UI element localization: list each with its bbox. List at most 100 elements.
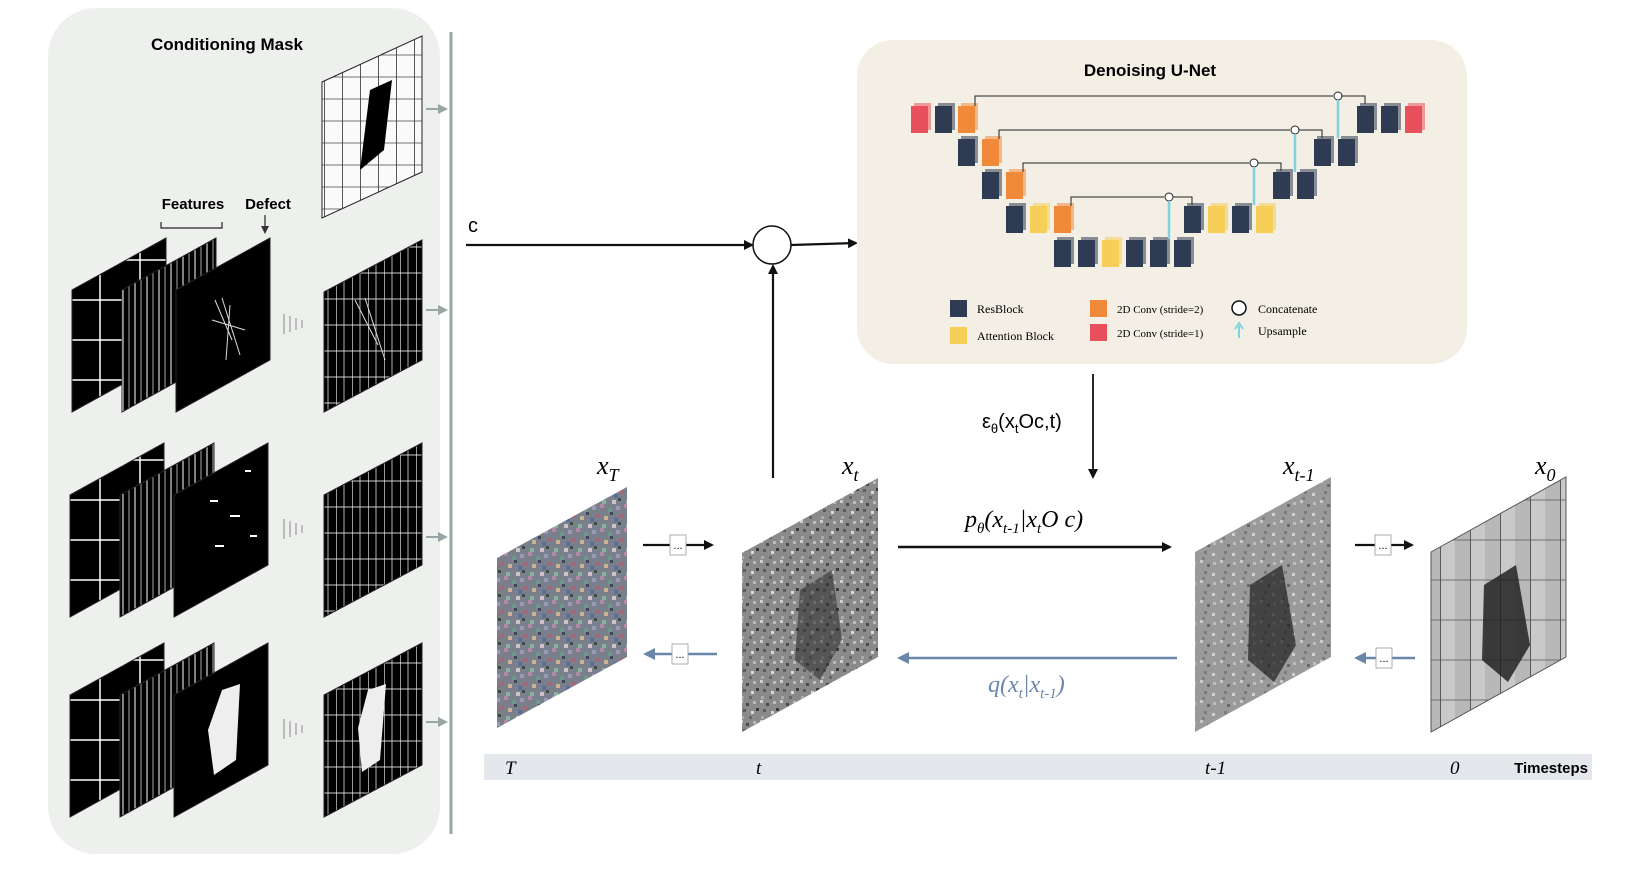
skip-connection bbox=[1299, 129, 1323, 138]
skip-connection bbox=[974, 95, 1333, 106]
xt-defect-shadow bbox=[795, 570, 842, 680]
features-label: Features bbox=[162, 196, 225, 213]
resblock-block bbox=[1273, 172, 1290, 199]
skip-box bbox=[671, 643, 689, 665]
stack-dots bbox=[283, 719, 303, 739]
skip-connection bbox=[1173, 196, 1193, 205]
resblock-block bbox=[1078, 240, 1095, 267]
attention-block-block bbox=[1102, 240, 1119, 267]
timesteps-bar: T t t-1 0 Timesteps bbox=[484, 754, 1592, 780]
unet-title: Denoising U-Net bbox=[1084, 61, 1217, 80]
skip-box bbox=[1375, 647, 1393, 669]
attention-block-block bbox=[1256, 206, 1273, 233]
conv-stride2-block bbox=[982, 139, 999, 166]
unet-architecture bbox=[911, 91, 1425, 267]
forward-process-label: q(xt|xt-1) bbox=[988, 672, 1065, 702]
conv-stride1-block bbox=[911, 106, 928, 133]
resblock-block bbox=[935, 106, 952, 133]
upsample-swatch bbox=[1234, 321, 1244, 338]
skip-box bbox=[1374, 534, 1392, 556]
timesteps-bar-bg bbox=[484, 754, 1592, 780]
defect-region bbox=[208, 684, 240, 775]
resblock-block bbox=[1314, 139, 1331, 166]
x0-defect bbox=[1482, 565, 1530, 682]
concatenate-swatch bbox=[1231, 300, 1247, 316]
resblock-block bbox=[1006, 206, 1023, 233]
xt-1-defect-shadow bbox=[1248, 565, 1296, 682]
resblock-swatch bbox=[950, 300, 967, 317]
mask-output-arrows bbox=[426, 104, 448, 727]
resblock-block bbox=[1184, 206, 1201, 233]
timestep-tick: T bbox=[505, 758, 517, 779]
timestep-tick: 0 bbox=[1450, 758, 1460, 779]
features-bracket bbox=[160, 222, 223, 229]
image-labels: xT xt xt-1 x0 bbox=[596, 451, 1556, 485]
combined-crack-1 bbox=[354, 297, 386, 361]
resblock-block bbox=[958, 139, 975, 166]
resblock-legend-label: ResBlock bbox=[977, 302, 1024, 316]
x-T-label: xT bbox=[596, 451, 621, 485]
conditioning-panel-bg bbox=[48, 8, 440, 854]
mask-row-3 bbox=[69, 642, 423, 818]
resblock-block bbox=[1297, 172, 1314, 199]
concat-node bbox=[1290, 125, 1300, 135]
conv-stride2-block bbox=[1006, 172, 1023, 199]
skip-connection bbox=[998, 129, 1290, 139]
skip-connection bbox=[1342, 95, 1366, 104]
combined-mask-1 bbox=[323, 239, 423, 413]
skip-connection bbox=[1022, 162, 1249, 172]
stack-dots bbox=[283, 314, 303, 334]
reverse-process-label: pθ(xt-1|xtO c) bbox=[963, 507, 1083, 537]
skip-box bbox=[669, 534, 687, 556]
mask-row-2 bbox=[69, 442, 423, 618]
resblock-block bbox=[1174, 240, 1191, 267]
resblock-block bbox=[1381, 106, 1398, 133]
conv-stride1-swatch bbox=[1090, 324, 1107, 341]
ellipsis: ... bbox=[1379, 653, 1388, 665]
timestep-tick: t-1 bbox=[1205, 758, 1226, 779]
concat-node bbox=[1164, 192, 1174, 202]
defect-spots bbox=[210, 470, 257, 547]
resblock-block bbox=[1357, 106, 1374, 133]
defect-layer bbox=[173, 442, 269, 618]
skip-connection bbox=[1258, 162, 1282, 171]
conv-stride1-block bbox=[1405, 106, 1422, 133]
timestep-tick: t bbox=[756, 758, 762, 779]
resblock-block bbox=[1054, 240, 1071, 267]
conditioning-mask-title: Conditioning Mask bbox=[151, 35, 304, 54]
skip-steps-arrows: ... ... ... ... bbox=[643, 534, 1415, 669]
image-xT bbox=[497, 487, 627, 728]
resblock-block bbox=[1150, 240, 1167, 267]
resblock-block bbox=[982, 172, 999, 199]
defect-label: Defect bbox=[245, 196, 291, 213]
attention-block-block bbox=[1208, 206, 1225, 233]
image-xt bbox=[742, 478, 878, 732]
resblock-block bbox=[1232, 206, 1249, 233]
condition-label: c bbox=[468, 215, 478, 237]
conv-stride2-legend-label: 2D Conv (stride=2) bbox=[1117, 304, 1204, 316]
to-unet-arrow bbox=[790, 238, 858, 249]
combined-mask-2 bbox=[323, 442, 423, 618]
conv-stride2-swatch bbox=[1090, 300, 1107, 317]
x-0-label: x0 bbox=[1534, 451, 1556, 485]
attention-block-block bbox=[1030, 206, 1047, 233]
crack-lines bbox=[211, 297, 246, 361]
ellipsis: ... bbox=[675, 649, 684, 661]
conv-stride2-block bbox=[958, 106, 975, 133]
ellipsis: ... bbox=[673, 540, 682, 552]
unet-panel-bg bbox=[857, 40, 1467, 364]
noise-image-xT bbox=[497, 487, 627, 728]
mask-top-defect bbox=[360, 80, 392, 170]
eps-label: εθ(xtOc,t) bbox=[982, 411, 1062, 436]
skip-connection bbox=[1070, 196, 1164, 206]
conv-stride1-legend-label: 2D Conv (stride=1) bbox=[1117, 328, 1204, 340]
defect-layer bbox=[175, 237, 271, 413]
timesteps-label: Timesteps bbox=[1514, 760, 1588, 777]
attention-block-legend-label: Attention Block bbox=[977, 329, 1054, 343]
concatenate-legend-label: Concatenate bbox=[1258, 302, 1317, 316]
x-t-label: xt bbox=[841, 451, 860, 485]
upsample-legend-label: Upsample bbox=[1258, 324, 1307, 338]
resblock-block bbox=[1338, 139, 1355, 166]
x-t-1-label: xt-1 bbox=[1282, 451, 1315, 485]
